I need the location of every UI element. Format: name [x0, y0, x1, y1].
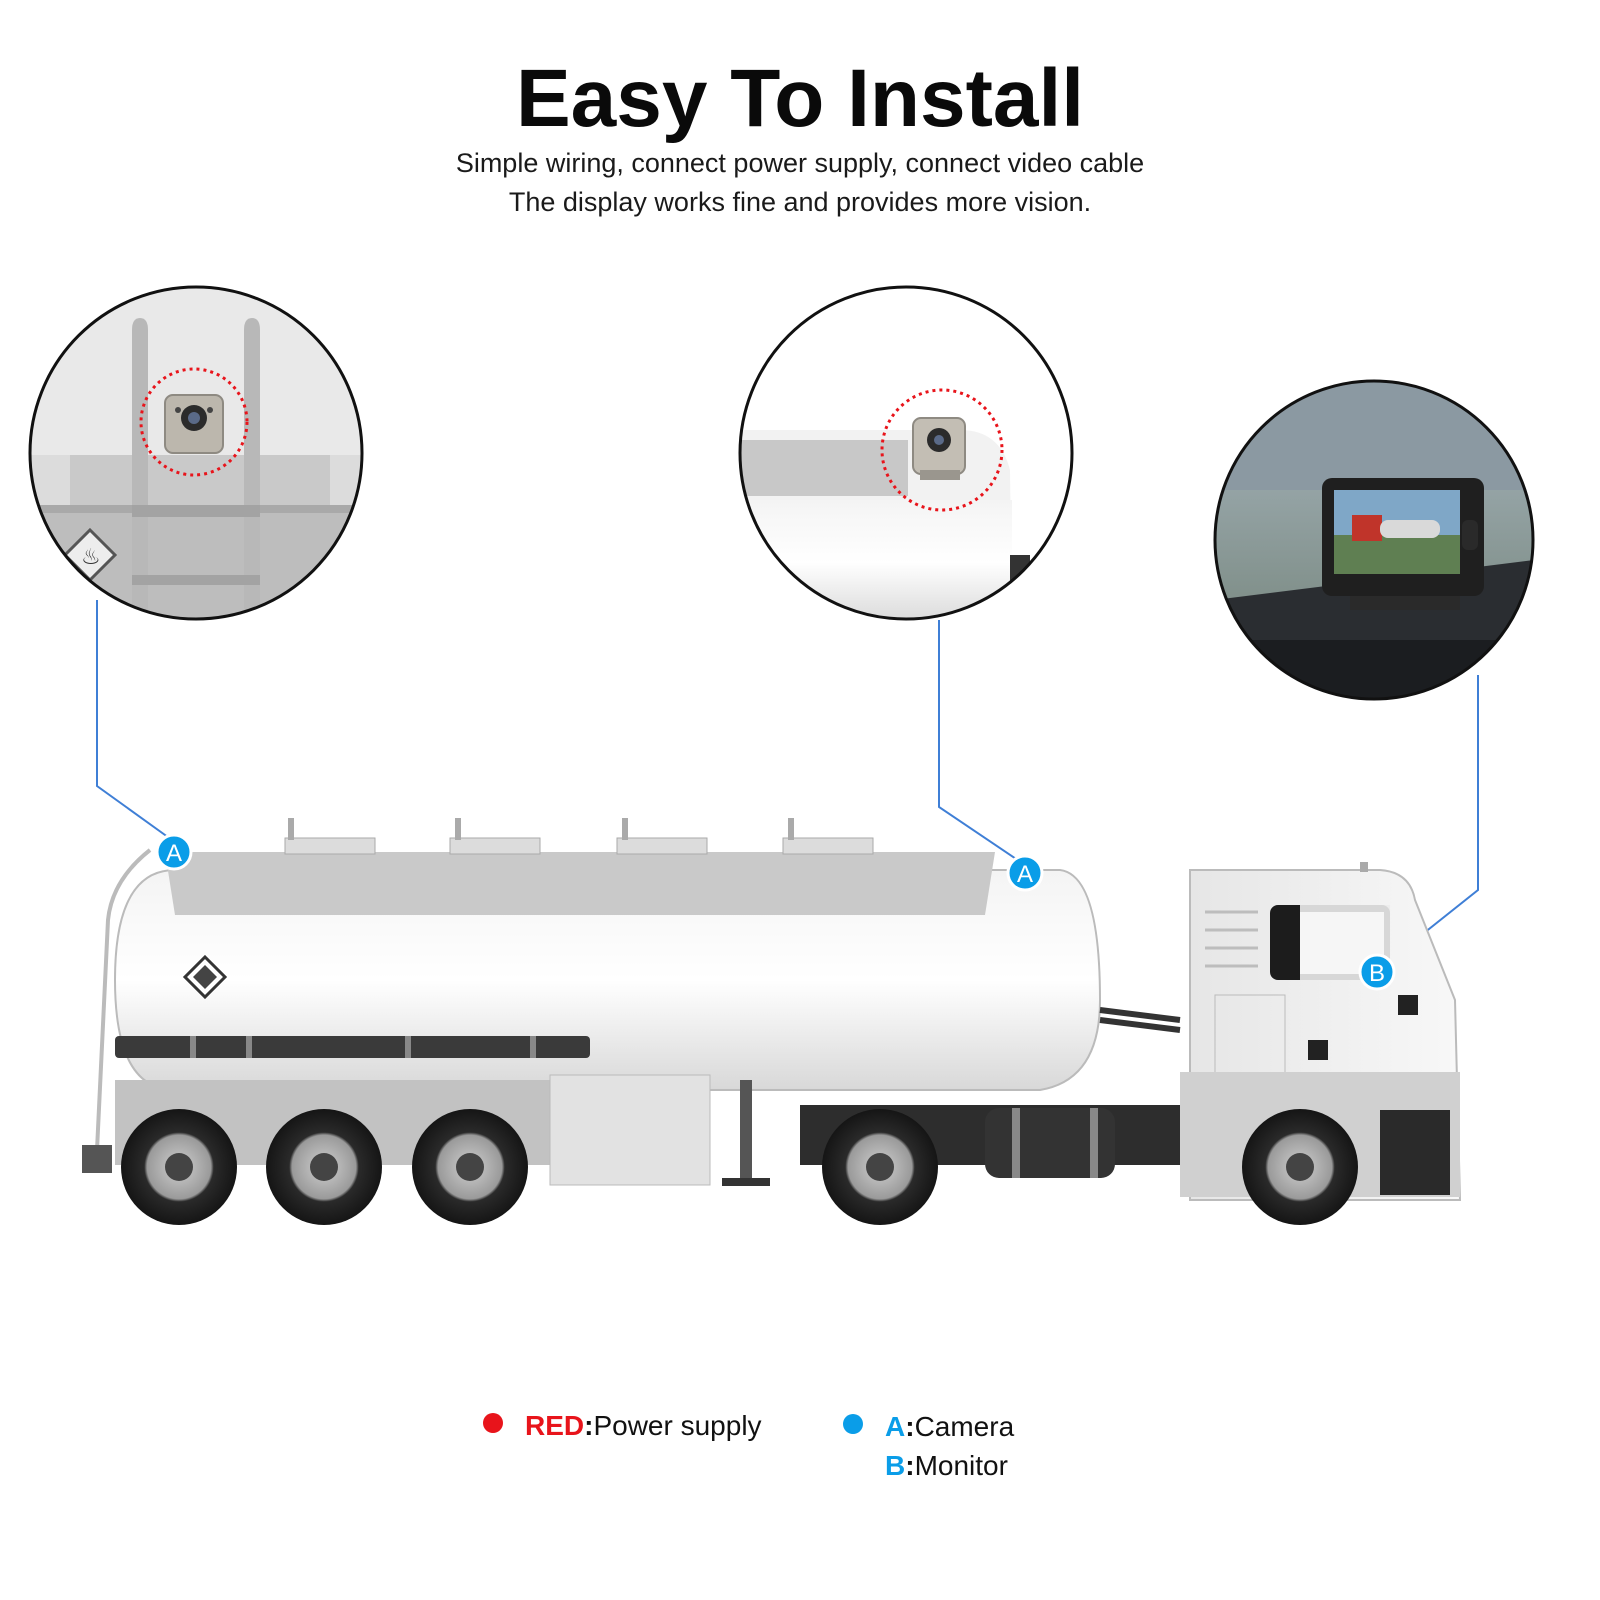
marker-top-camera: A [1006, 854, 1044, 892]
subtitle-line-1: Simple wiring, connect power supply, con… [455, 148, 1145, 178]
tanker-truck [82, 818, 1462, 1225]
page-title: Easy To Install [515, 53, 1085, 144]
legend-red-key: RED [525, 1410, 585, 1441]
legend-a-key: A [885, 1411, 906, 1442]
blue-dot-icon [843, 1413, 863, 1434]
top-camera-detail [738, 285, 1074, 621]
power-ring-1 [139, 367, 249, 477]
subtitle-line-2: The display works fine and provides more… [508, 187, 1092, 217]
callout-line-top [938, 620, 1026, 866]
monitor-detail [1213, 379, 1535, 701]
legend-red-label: Power supply [593, 1410, 762, 1441]
legend-b-key: B [885, 1450, 906, 1481]
legend-red-colon: : [584, 1410, 594, 1441]
legend-b-colon: : [905, 1450, 915, 1481]
legend-monitor: B:Monitor [885, 1450, 1008, 1482]
marker-rear-camera: A [155, 833, 193, 871]
marker-monitor: B [1358, 953, 1396, 991]
legend-a-label: Camera [914, 1411, 1015, 1442]
rear-camera-detail: ♨ [28, 285, 364, 621]
callout-line-rear [96, 600, 173, 841]
power-ring-2 [880, 388, 1004, 512]
legend-power: RED:Power supply [483, 1410, 762, 1442]
red-dot-icon [483, 1412, 503, 1433]
marker-rear-camera-label: A [166, 840, 182, 867]
legend-b-label: Monitor [914, 1450, 1008, 1481]
marker-monitor-label: B [1369, 960, 1385, 987]
svg-text:♨: ♨ [81, 545, 101, 570]
legend-camera: A:Camera [843, 1411, 1014, 1443]
marker-top-camera-label: A [1017, 861, 1033, 888]
legend-a-colon: : [905, 1411, 915, 1442]
wheels [121, 1109, 1358, 1225]
